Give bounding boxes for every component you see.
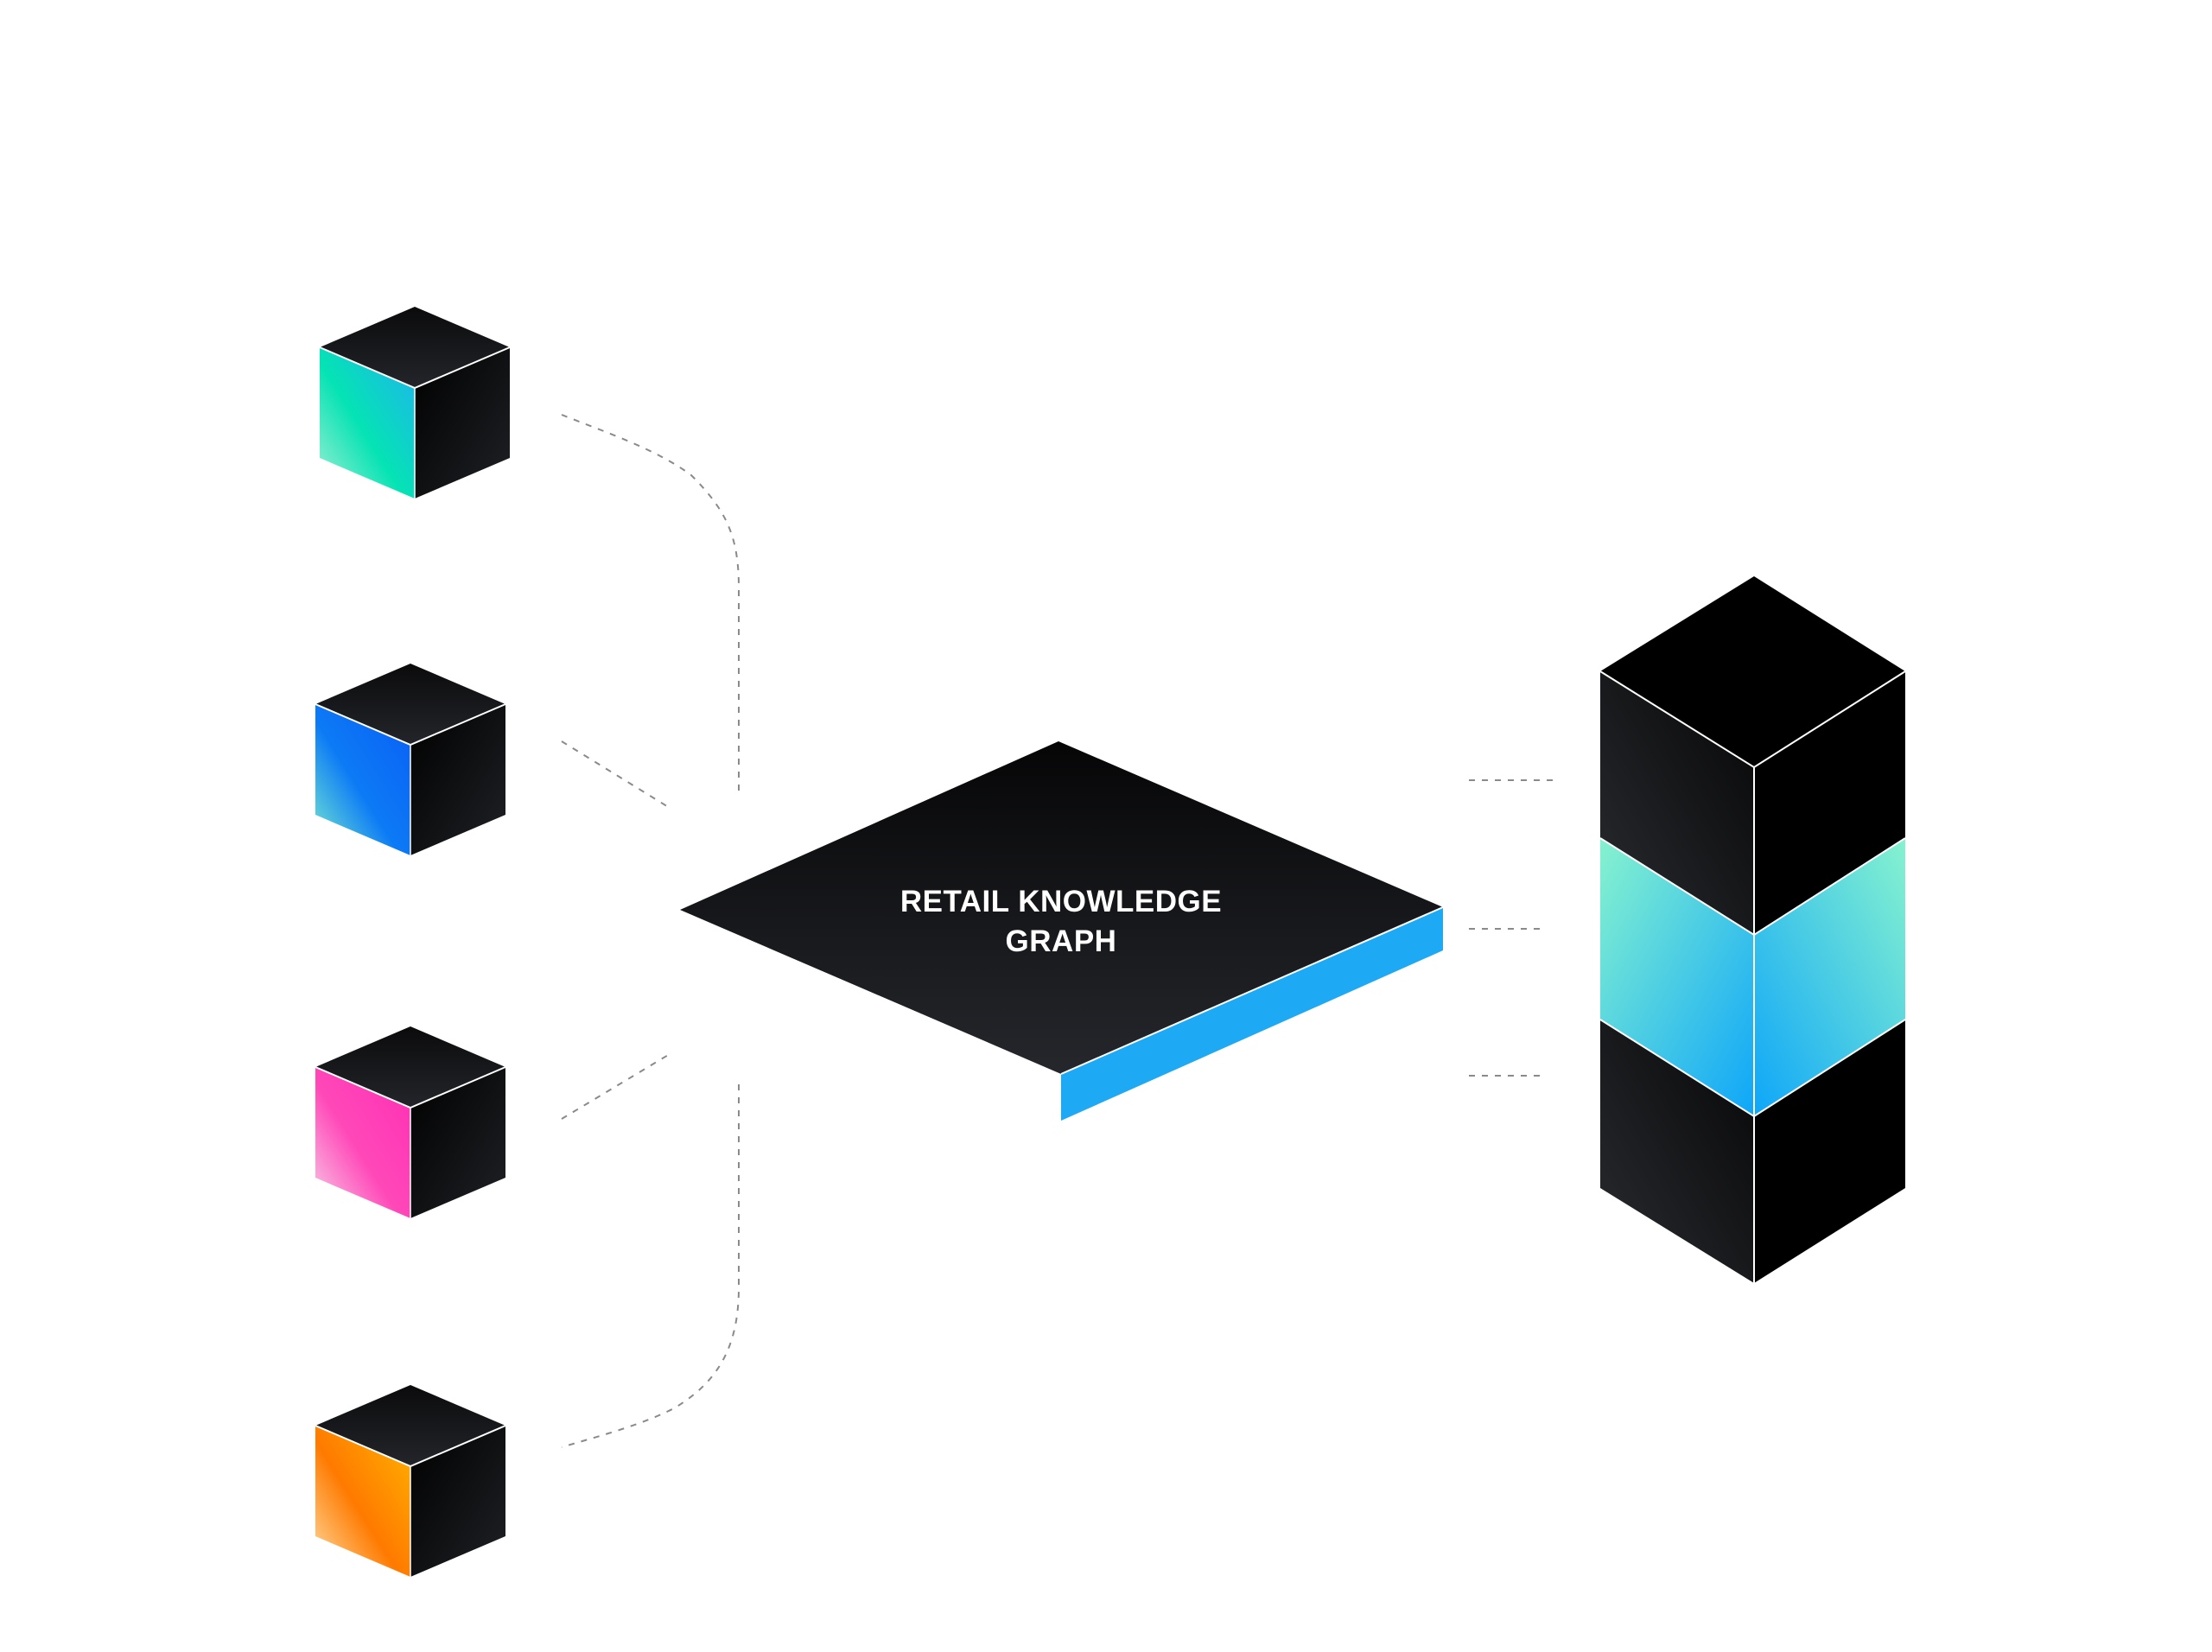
source-cubes [315, 307, 511, 1577]
retail-knowledge-graph-hub: RETAIL KNOWLEDGE GRAPH [680, 741, 1444, 1121]
hub-edge-highlight [1060, 906, 1444, 1075]
connector-source-4 [561, 1084, 740, 1448]
connector-lines [561, 414, 1555, 1448]
cube-dark-face [415, 347, 510, 499]
cube-accent-face [315, 704, 410, 855]
output-tower [1599, 576, 1906, 1283]
connector-source-2 [561, 740, 671, 809]
source-cube-orange [315, 1385, 506, 1577]
tower-top-right-face [1754, 671, 1905, 935]
connector-source-1 [561, 414, 740, 795]
tower-bottom-left-face [1600, 1020, 1754, 1283]
tower-middle-left-face [1600, 838, 1754, 1116]
tower-top-left-face [1600, 671, 1754, 935]
cube-accent-face [320, 347, 415, 499]
hub-title-line1: RETAIL KNOWLEDGE [900, 885, 1222, 918]
cube-accent-face [315, 1426, 410, 1577]
cube-dark-face [410, 1067, 505, 1218]
source-cube-blue [315, 664, 506, 855]
hub-accent-edge [1061, 907, 1443, 1121]
connector-source-3 [561, 1053, 671, 1120]
source-cube-teal [319, 307, 511, 499]
tower-edges [1599, 670, 1906, 1283]
cube-dark-face [410, 1426, 505, 1577]
source-cube-pink [315, 1026, 506, 1218]
tower-middle-right-face [1754, 838, 1905, 1116]
hub-top-face [680, 741, 1443, 1074]
hub-title-line2: GRAPH [1006, 924, 1117, 958]
cube-dark-face [410, 704, 505, 855]
cube-accent-face [315, 1067, 410, 1218]
tower-bottom-right-face [1754, 1020, 1905, 1283]
